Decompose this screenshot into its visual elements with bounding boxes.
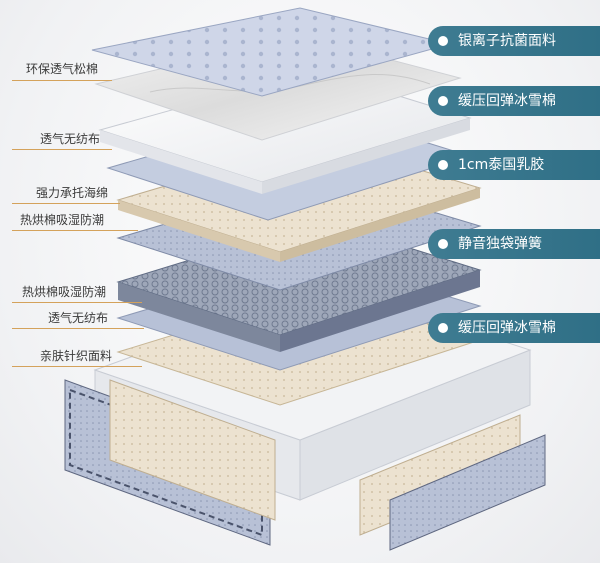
- left-label-thermal-cotton-1: 热烘棉吸湿防潮: [20, 213, 105, 227]
- right-tag-label: 静音独袋弹簧: [458, 236, 542, 252]
- tag-dot-icon: [438, 160, 448, 170]
- right-tag-ice-cotton-2: 缓压回弹冰雪棉: [428, 313, 600, 343]
- leader-line: [12, 203, 120, 204]
- right-tag-label: 缓压回弹冰雪棉: [458, 320, 556, 336]
- left-label-eco-cotton: 环保透气松棉: [26, 62, 99, 76]
- right-tag-ice-cotton-1: 缓压回弹冰雪棉: [428, 86, 600, 116]
- leader-line: [12, 328, 144, 329]
- tag-dot-icon: [438, 323, 448, 333]
- leader-line: [12, 230, 138, 231]
- leader-line: [12, 80, 112, 81]
- right-tag-label: 银离子抗菌面料: [458, 33, 556, 49]
- right-tag-silver-ion-fabric: 银离子抗菌面料: [428, 26, 600, 56]
- right-tag-thai-latex: 1cm泰国乳胶: [428, 150, 600, 180]
- tag-dot-icon: [438, 36, 448, 46]
- right-tag-pocket-springs: 静音独袋弹簧: [428, 229, 600, 259]
- left-label-thermal-cotton-2: 热烘棉吸湿防潮: [22, 285, 107, 299]
- leader-line: [12, 302, 142, 303]
- left-label-nonwoven-1: 透气无纺布: [40, 132, 101, 146]
- leader-line: [12, 366, 142, 367]
- tag-dot-icon: [438, 96, 448, 106]
- left-label-nonwoven-2: 透气无纺布: [48, 311, 109, 325]
- right-tag-label: 缓压回弹冰雪棉: [458, 93, 556, 109]
- leader-line: [12, 149, 112, 150]
- left-label-support-sponge: 强力承托海绵: [36, 186, 109, 200]
- tag-dot-icon: [438, 239, 448, 249]
- left-label-knit-fabric: 亲肤针织面料: [40, 349, 113, 363]
- right-tag-label: 1cm泰国乳胶: [458, 157, 545, 173]
